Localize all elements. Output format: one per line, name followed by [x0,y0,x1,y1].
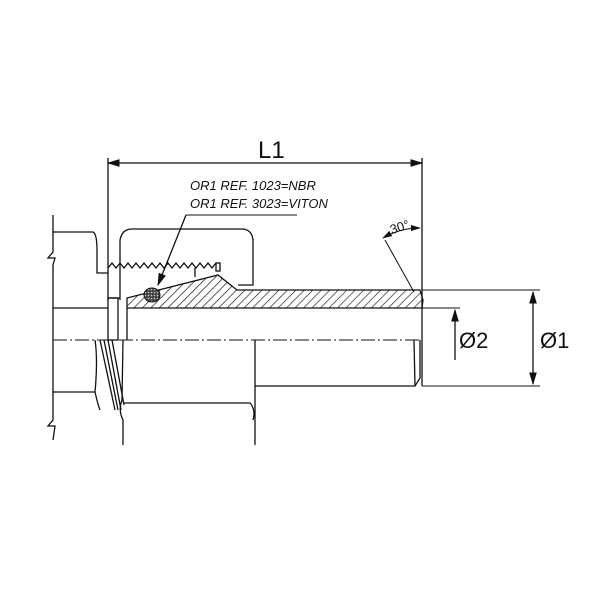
tube-lower [255,340,421,387]
o-ring [143,287,161,303]
l1-label: L1 [258,137,285,164]
body-break-line [46,215,56,441]
d1-label: Ø1 [540,328,569,353]
thread [107,261,217,270]
nut-upper [119,228,254,300]
angle-arc [382,225,421,239]
d2-label: Ø2 [459,328,488,353]
oring-note-1: OR1 REF. 1023=NBR [190,178,316,193]
tube-section [126,274,424,309]
oring-leader [157,214,187,287]
oring-note-2: OR1 REF. 3023=VITON [190,196,329,211]
washer-stripes [99,339,125,411]
nut-lower [119,339,124,445]
body-outline [53,231,108,274]
angle-label: 30° [388,217,411,237]
